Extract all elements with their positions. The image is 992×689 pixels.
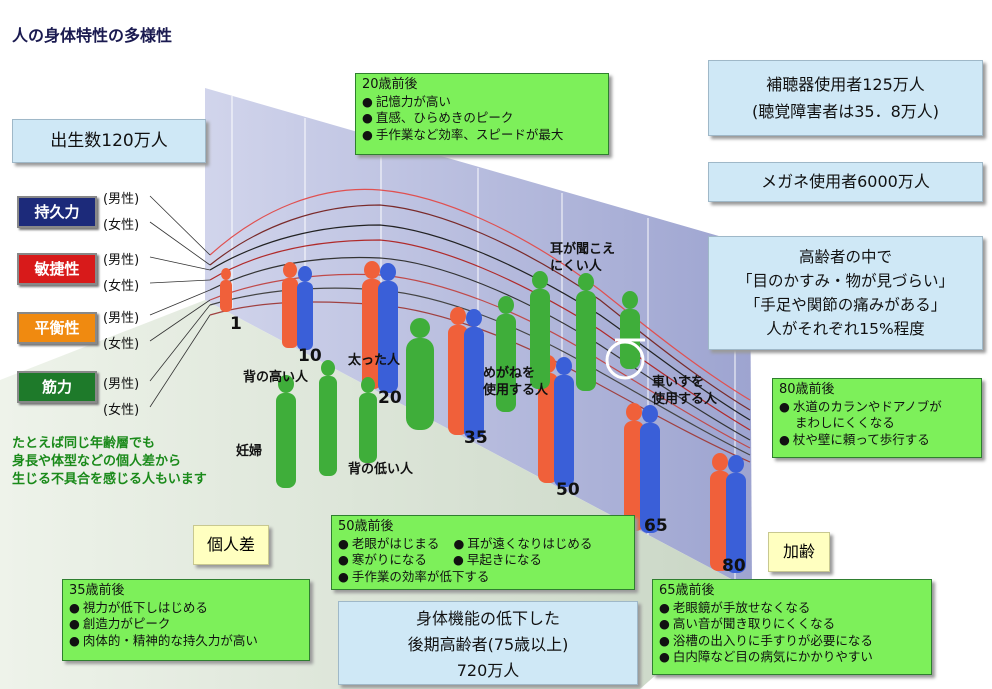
list-item: 肉体的・精神的な持久力が高い — [69, 633, 303, 650]
individual-difference-label: 個人差 — [193, 525, 269, 565]
elderly-line3: 「手足や関節の痛みがある」 — [744, 296, 947, 314]
figure-age-1 — [220, 268, 232, 312]
list-item: 耳が遠くなりはじめる — [453, 536, 592, 553]
figure-age-65 — [624, 403, 660, 533]
sex-male-label: (男性) — [103, 192, 140, 207]
wheelchair-icon — [605, 338, 645, 380]
elderly-line4: 人がそれぞれ15%程度 — [766, 320, 925, 338]
label-pregnant: 妊婦 — [236, 444, 263, 459]
age-65-box: 65歳前後 老眼鏡が手放せなくなる 高い音が聞き取りにくくなる 浴槽の出入りに手… — [652, 579, 932, 675]
attribute-endurance: 持久力 — [17, 196, 97, 228]
individual-note: たとえば同じ年齢層でも 身長や体型などの個人差から 生じる不具合を感じる人もいま… — [12, 435, 207, 489]
list-item: 創造力がピーク — [69, 616, 303, 633]
age-50-box: 50歳前後 老眼がはじまる 耳が遠くなりはじめる 寒がりになる 早起きになる 手… — [331, 515, 635, 590]
green-figures — [276, 271, 640, 488]
list-item: 記憶力が高い — [362, 94, 602, 111]
late-elderly-line3: 720万人 — [456, 661, 520, 680]
age-label: 50 — [556, 480, 580, 500]
list-item: 高い音が聞き取りにくくなる — [659, 616, 925, 633]
list-item: 杖や壁に頼って歩行する — [779, 432, 975, 449]
label-short-person: 背の低い人 — [348, 462, 414, 477]
sex-male-label: (男性) — [103, 311, 140, 326]
label-fat-person: 太った人 — [348, 353, 401, 368]
age-label: 35 — [464, 428, 488, 448]
sex-male-label: (男性) — [103, 253, 140, 268]
age-80-header: 80歳前後 — [779, 382, 835, 397]
sex-female-label: (女性) — [103, 218, 140, 233]
list-item: 手作業の効率が低下する — [338, 569, 628, 586]
elderly-line1: 高齢者の中で — [798, 248, 892, 266]
individual-note-line3: 生じる不具合を感じる人もいます — [12, 472, 207, 487]
figure-age-50 — [538, 355, 574, 487]
sex-female-label: (女性) — [103, 403, 140, 418]
attribute-balance: 平衡性 — [17, 312, 97, 344]
page-title: 人の身体特性の多様性 — [12, 26, 173, 45]
age-50-header: 50歳前後 — [338, 519, 394, 534]
age-35-header: 35歳前後 — [69, 583, 125, 598]
figure-age-10 — [282, 262, 313, 350]
list-item: 手作業など効率、スピードが最大 — [362, 127, 602, 144]
figure-age-35 — [448, 307, 484, 439]
age-label: 10 — [298, 346, 322, 366]
late-elderly-box: 身体機能の低下した 後期高齢者(75歳以上) 720万人 — [338, 601, 638, 685]
sex-female-label: (女性) — [103, 279, 140, 294]
elderly-line2: 「目のかすみ・物が見づらい」 — [736, 272, 954, 290]
list-item: 寒がりになる — [338, 552, 427, 569]
list-item: 水道のカランやドアノブが — [779, 399, 975, 416]
list-item: 早起きになる — [453, 552, 542, 569]
late-elderly-line2: 後期高齢者(75歳以上) — [407, 635, 569, 654]
individual-note-line1: たとえば同じ年齢層でも — [12, 436, 156, 451]
hearing-aid-line1: 補聴器使用者125万人 — [766, 75, 925, 94]
age-20-header: 20歳前後 — [362, 77, 418, 92]
list-item: まわしにくくなる — [795, 415, 895, 430]
label-wheelchair-user: 車いすを 使用する人 — [652, 375, 718, 407]
list-item: 直感、ひらめきのピーク — [362, 110, 602, 127]
figure-age-80 — [710, 453, 746, 573]
hearing-aid-box: 補聴器使用者125万人 (聴覚障害者は35．8万人) — [708, 60, 983, 136]
age-label: 20 — [378, 388, 402, 408]
age-35-box: 35歳前後 視力が低下しはじめる 創造力がピーク 肉体的・精神的な持久力が高い — [62, 579, 310, 661]
list-item: 浴槽の出入りに手すりが必要になる — [659, 633, 925, 650]
age-80-box: 80歳前後 水道のカランやドアノブが まわしにくくなる 杖や壁に頼って歩行する — [772, 378, 982, 458]
list-item: 視力が低下しはじめる — [69, 600, 303, 617]
list-item: 白内障など目の病気にかかりやすい — [659, 649, 925, 666]
list-item: 老眼がはじまる — [338, 536, 440, 553]
late-elderly-line1: 身体機能の低下した — [415, 609, 560, 628]
attribute-strength: 筋力 — [17, 371, 97, 403]
age-label: 80 — [722, 556, 746, 576]
label-hearing-impaired: 耳が聞こえ にくい人 — [550, 242, 616, 274]
label-glasses-user: めがねを 使用する人 — [483, 366, 549, 398]
sex-male-label: (男性) — [103, 377, 140, 392]
list-item: 老眼鏡が手放せなくなる — [659, 600, 925, 617]
attribute-agility: 敏捷性 — [17, 253, 97, 285]
age-20-box: 20歳前後 記憶力が高い 直感、ひらめきのピーク 手作業など効率、スピードが最大 — [355, 73, 609, 155]
age-label: 1 — [230, 314, 242, 334]
aging-label: 加齢 — [768, 532, 830, 572]
figure-age-20 — [362, 261, 398, 393]
sex-female-label: (女性) — [103, 337, 140, 352]
glasses-box: メガネ使用者6000万人 — [708, 162, 983, 202]
elderly-box: 高齢者の中で 「目のかすみ・物が見づらい」 「手足や関節の痛みがある」 人がそれ… — [708, 236, 983, 350]
birth-count-box: 出生数120万人 — [12, 119, 206, 163]
age-65-header: 65歳前後 — [659, 583, 715, 598]
individual-note-line2: 身長や体型などの個人差から — [12, 454, 182, 469]
hearing-aid-line2: (聴覚障害者は35．8万人) — [751, 102, 940, 121]
age-label: 65 — [644, 516, 668, 536]
label-tall-person: 背の高い人 — [243, 370, 309, 385]
